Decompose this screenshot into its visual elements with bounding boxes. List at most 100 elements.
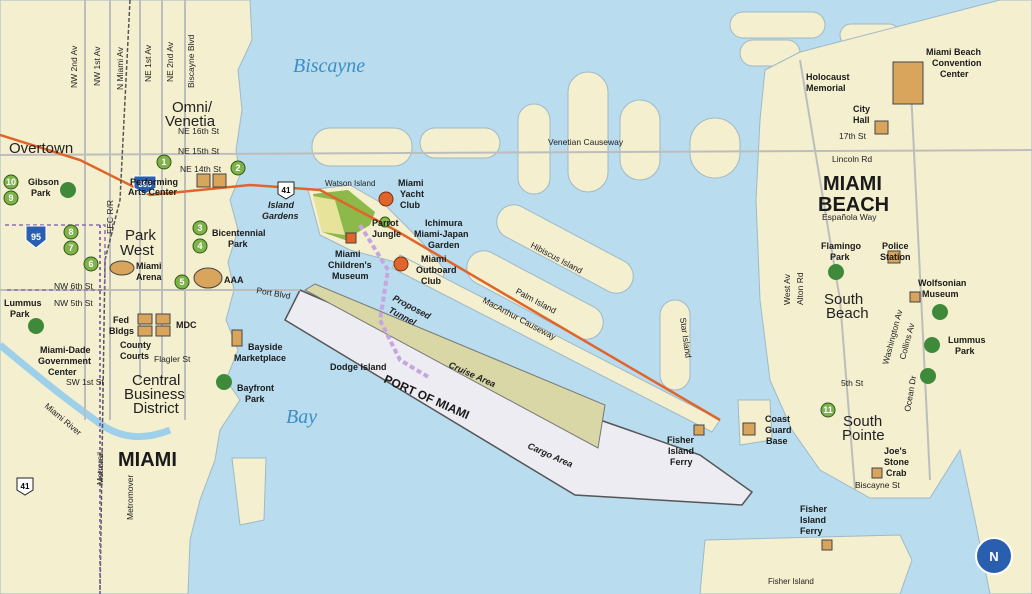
svg-text:Park: Park — [10, 309, 31, 319]
svg-text:Arts Center: Arts Center — [128, 187, 178, 197]
svg-text:Park: Park — [955, 346, 976, 356]
street-metromover: Metromover — [125, 474, 135, 520]
svg-text:County: County — [120, 340, 151, 350]
svg-text:Bicentennial: Bicentennial — [212, 228, 266, 238]
svg-text:Stone: Stone — [884, 457, 909, 467]
small-island — [231, 457, 267, 526]
svg-text:Hall: Hall — [853, 115, 870, 125]
street-altonrd: Alton Rd — [795, 272, 805, 305]
tree-icons — [28, 182, 948, 390]
place-dodge-island: Dodge Island — [330, 362, 387, 372]
district-south-pointe-1: South — [843, 413, 882, 430]
street-nw2av: NW 2nd Av — [69, 45, 79, 88]
svg-text:Holocaust: Holocaust — [806, 72, 850, 82]
svg-text:N: N — [989, 549, 998, 564]
svg-text:Flamingo: Flamingo — [821, 241, 862, 251]
street-nmiamiav: N Miami Av — [115, 46, 125, 90]
marker-4: 4 — [192, 238, 208, 254]
district-west: West — [120, 242, 155, 259]
svg-text:95: 95 — [31, 232, 41, 242]
svg-text:4: 4 — [197, 241, 202, 251]
svg-text:Miami: Miami — [421, 254, 447, 264]
street-westav: West Av — [782, 273, 792, 305]
svg-text:41: 41 — [21, 482, 30, 491]
svg-text:Guard: Guard — [765, 425, 792, 435]
svg-text:Miami: Miami — [398, 178, 424, 188]
marker-10: 10 — [3, 174, 19, 190]
mainland — [0, 0, 253, 594]
shield-i95: 95 — [25, 225, 47, 249]
district-miami: MIAMI — [118, 449, 177, 471]
fisher-island-land — [699, 534, 913, 594]
svg-text:Museum: Museum — [922, 289, 959, 299]
svg-text:Park: Park — [228, 239, 249, 249]
marker-1: 1 — [156, 154, 172, 170]
street-fecrr: FEC R/R — [105, 200, 115, 234]
cruise-area — [303, 283, 606, 449]
svg-text:Miami-Dade: Miami-Dade — [40, 345, 91, 355]
svg-text:3: 3 — [197, 223, 202, 233]
svg-text:8: 8 — [68, 227, 73, 237]
street-nw1av: NW 1st Av — [92, 46, 102, 86]
miami-arena-shape — [109, 260, 135, 276]
street-venetian: Venetian Causeway — [548, 137, 624, 147]
causeway-islands — [466, 204, 691, 391]
street-ne15: NE 15th St — [178, 146, 220, 156]
water-label-bay: Bay — [286, 406, 317, 428]
svg-text:9: 9 — [8, 193, 13, 203]
district-central: Central — [132, 372, 180, 389]
svg-text:Club: Club — [400, 200, 420, 210]
svg-text:Park: Park — [830, 252, 851, 262]
svg-text:Island: Island — [668, 446, 694, 456]
miami-river — [0, 342, 172, 441]
svg-text:Miami-Japan: Miami-Japan — [414, 229, 469, 239]
marker-11: 11 — [820, 402, 836, 418]
svg-text:6: 6 — [88, 259, 93, 269]
compass-icon: N — [975, 537, 1013, 575]
district-outline — [5, 224, 106, 291]
svg-text:Garden: Garden — [428, 240, 460, 250]
place-mdc: MDC — [176, 320, 197, 330]
place-aaa: AAA — [224, 275, 244, 285]
district-south-beach-2: Beach — [826, 305, 869, 322]
street-nw6: NW 6th St — [54, 281, 93, 291]
street-ne14: NE 14th St — [180, 164, 222, 174]
svg-text:Memorial: Memorial — [806, 83, 846, 93]
shield-i395: 395 — [133, 175, 157, 195]
marker-5: 5 — [174, 274, 190, 290]
svg-text:Park: Park — [245, 394, 266, 404]
marker-3: 3 — [192, 220, 208, 236]
svg-text:Island: Island — [800, 515, 826, 525]
svg-text:Ichimura: Ichimura — [425, 218, 464, 228]
svg-text:395: 395 — [138, 180, 152, 189]
district-omni: Omni/ — [172, 99, 213, 116]
svg-text:Arena: Arena — [136, 272, 163, 282]
svg-text:Police: Police — [882, 241, 909, 251]
street-biscayneblvd: Biscayne Blvd — [186, 34, 196, 88]
marker-9: 9 — [3, 190, 19, 206]
svg-text:10: 10 — [6, 177, 16, 187]
outboard-club-icon — [393, 256, 409, 272]
parrot-jungle-icon — [379, 216, 391, 228]
proposed-tunnel-line — [358, 223, 432, 380]
svg-text:Parrot: Parrot — [372, 218, 399, 228]
svg-text:Ferry: Ferry — [670, 457, 693, 467]
